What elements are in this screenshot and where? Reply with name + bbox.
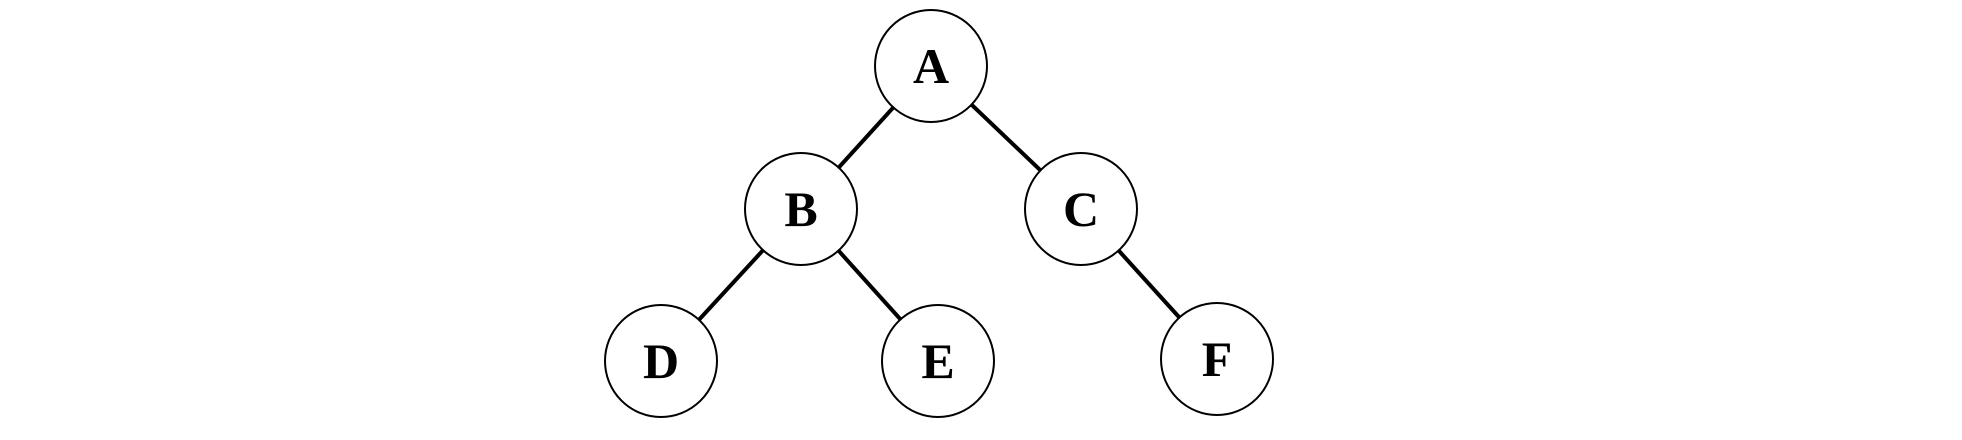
node-label-E: E [921, 333, 954, 389]
node-circle-E [881, 304, 995, 418]
node-label-D: D [643, 333, 679, 389]
node-circle-F [1160, 302, 1274, 416]
tree-node-A: A [874, 9, 988, 123]
node-circle-A [874, 9, 988, 123]
node-label-A: A [913, 38, 949, 94]
tree-node-B: B [744, 152, 858, 266]
node-label-F: F [1202, 331, 1233, 387]
node-circle-D [604, 304, 718, 418]
node-label-B: B [784, 181, 817, 237]
node-circle-C [1024, 152, 1138, 266]
node-circle-B [744, 152, 858, 266]
tree-node-D: D [604, 304, 718, 418]
tree-node-E: E [881, 304, 995, 418]
tree-node-C: C [1024, 152, 1138, 266]
node-label-C: C [1063, 181, 1099, 237]
tree-node-F: F [1160, 302, 1274, 416]
